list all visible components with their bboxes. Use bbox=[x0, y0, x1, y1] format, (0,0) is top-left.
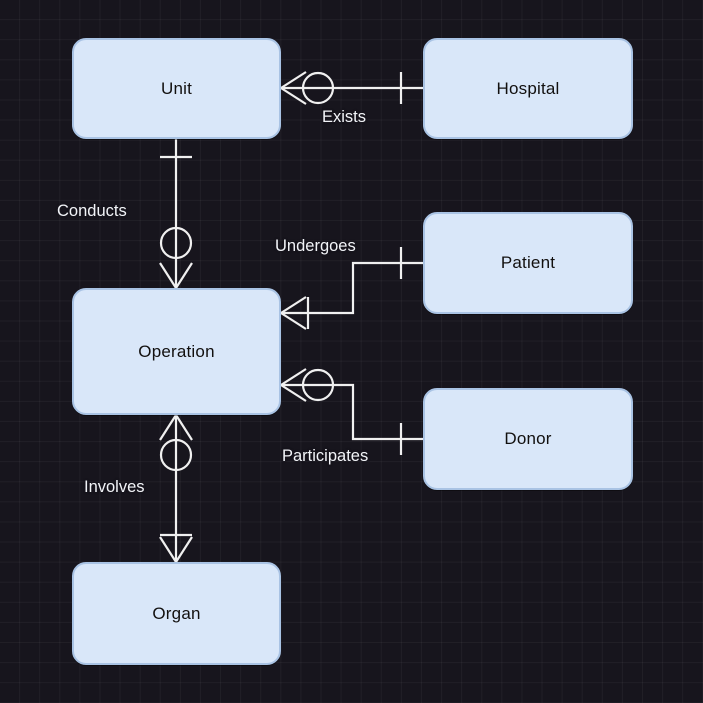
relationship-line-undergoes[interactable] bbox=[280, 247, 423, 330]
entity-label: Hospital bbox=[496, 78, 560, 98]
relationship-label-conducts: Conducts bbox=[57, 202, 127, 220]
relationship-line-conducts[interactable] bbox=[159, 139, 193, 289]
relationship-label-involves: Involves bbox=[84, 478, 145, 496]
relationship-line-involves[interactable] bbox=[159, 414, 193, 563]
entity-operation[interactable]: Operation bbox=[72, 288, 281, 415]
entity-patient[interactable]: Patient bbox=[423, 212, 633, 314]
relationship-line-participates[interactable] bbox=[280, 368, 423, 455]
entity-label: Organ bbox=[152, 603, 201, 623]
relationship-line-exists[interactable] bbox=[280, 71, 423, 105]
entity-label: Donor bbox=[504, 429, 552, 448]
entity-label: Patient bbox=[500, 253, 556, 272]
entity-unit[interactable]: Unit bbox=[72, 38, 281, 139]
relationship-label-undergoes: Undergoes bbox=[275, 237, 356, 255]
entity-label: Unit bbox=[160, 78, 193, 98]
entity-organ[interactable]: Organ bbox=[72, 562, 281, 665]
entity-hospital[interactable]: Hospital bbox=[423, 38, 633, 139]
relationship-label-exists: Exists bbox=[322, 108, 367, 126]
entity-donor[interactable]: Donor bbox=[423, 388, 633, 490]
relationship-label-participates: Participates bbox=[282, 447, 369, 465]
entity-label: Operation bbox=[138, 341, 215, 361]
